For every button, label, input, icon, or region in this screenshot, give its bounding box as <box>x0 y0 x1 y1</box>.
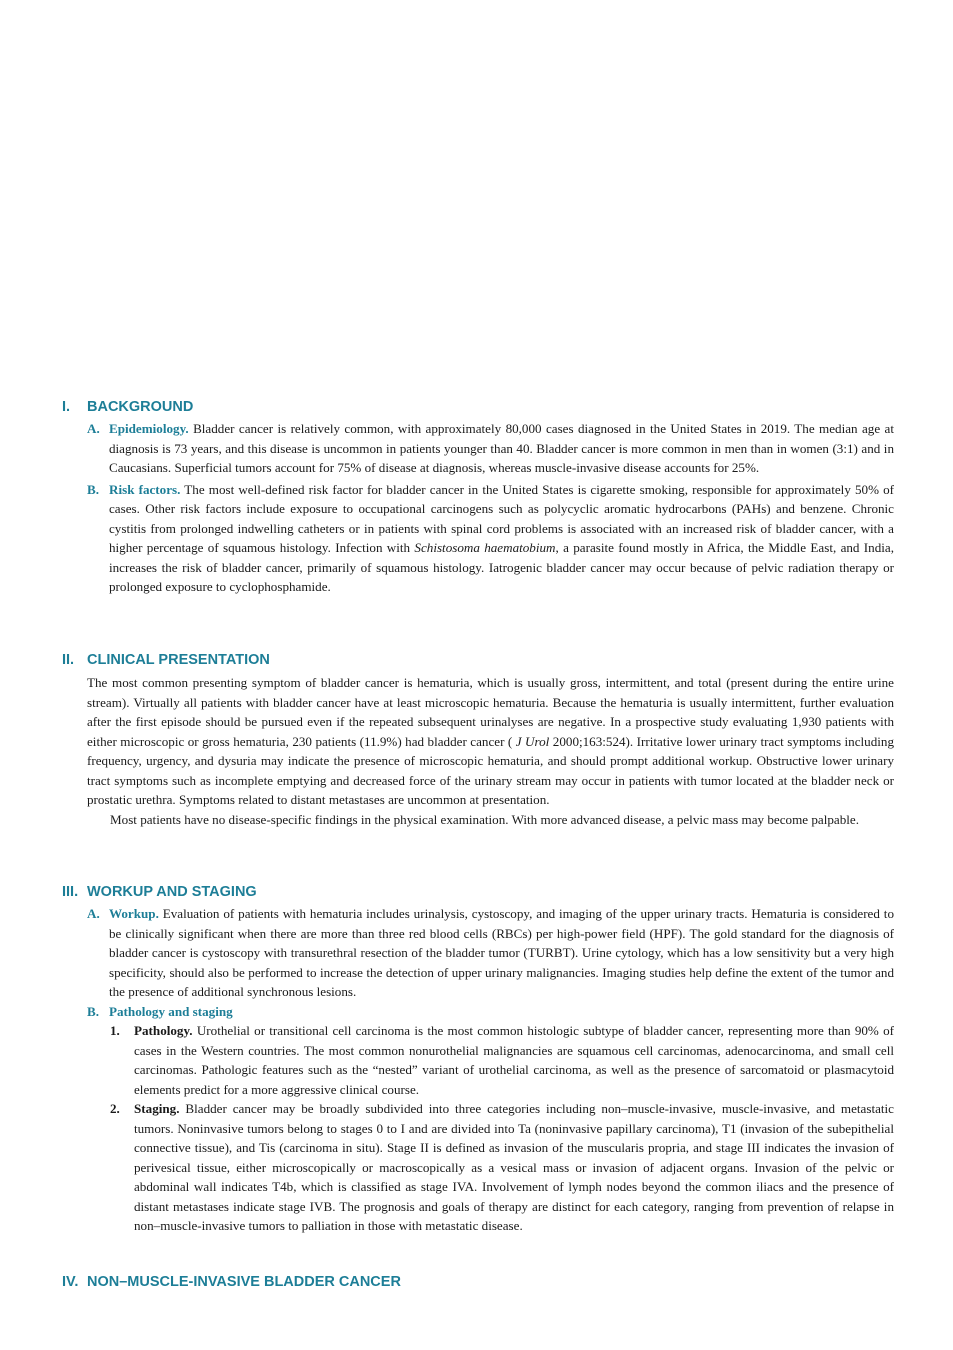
section-heading: III. WORKUP AND STAGING <box>62 882 894 902</box>
paragraph-text-cont: 2000;163:524). Irritative lower urinary … <box>87 733 894 808</box>
subitem-heading: Staging. <box>134 1101 180 1116</box>
section-nmibc: IV. NON–MUSCLE-INVASIVE BLADDER CANCER <box>62 1272 894 1292</box>
item-marker: A. <box>87 421 100 436</box>
list-item-epidemiology: A. Epidemiology. Bladder cancer is relat… <box>62 419 894 478</box>
section-heading: IV. NON–MUSCLE-INVASIVE BLADDER CANCER <box>62 1272 894 1292</box>
item-heading: Epidemiology. <box>109 421 189 436</box>
sublist-item-pathology: 1. Pathology. Urothelial or transitional… <box>62 1021 894 1099</box>
item-heading: Pathology and staging <box>109 1003 233 1019</box>
journal-citation: J Urol <box>515 733 550 749</box>
section-number: II. <box>62 652 75 668</box>
item-marker: B. <box>87 481 100 497</box>
section-number: III. <box>62 884 79 900</box>
item-marker: B. <box>87 1003 100 1019</box>
subitem-marker: 1. <box>110 1023 120 1038</box>
item-marker: A. <box>87 906 100 921</box>
paragraph: Most patients have no disease-specific f… <box>110 811 859 827</box>
item-text: The most well-defined risk factor for bl… <box>109 481 894 556</box>
subitem-heading: Pathology. <box>134 1023 193 1038</box>
subitem-marker: 2. <box>110 1101 120 1116</box>
subitem-text: Bladder cancer may be broadly subdivided… <box>134 1101 894 1233</box>
subitem-text: Urothelial or transitional cell carcinom… <box>134 1023 894 1097</box>
section-title: CLINICAL PRESENTATION <box>87 652 270 668</box>
section-heading: II. CLINICAL PRESENTATION <box>62 650 894 670</box>
section-number: I. <box>62 399 71 415</box>
item-text: Evaluation of patients with hematuria in… <box>109 906 894 999</box>
section-number: IV. <box>62 1274 79 1290</box>
paragraph-text: The most common presenting symptom of bl… <box>87 675 894 749</box>
list-item-pathology-staging: B. Pathology and staging <box>62 1002 894 1022</box>
item-heading: Workup. <box>109 906 159 921</box>
list-item-risk-factors: B. Risk factors. The most well-defined r… <box>62 480 894 597</box>
item-italic-term: Schistosoma haematobium <box>414 540 556 555</box>
section-title: WORKUP AND STAGING <box>87 884 257 900</box>
section-title: BACKGROUND <box>87 399 194 415</box>
item-text-cont: , a parasite found mostly in Africa, the… <box>109 540 894 594</box>
paragraph: The most common presenting symptom of bl… <box>62 673 894 810</box>
section-background: I. BACKGROUND A. Epidemiology. Bladder c… <box>62 397 894 597</box>
item-text: Bladder cancer is relatively common, wit… <box>109 421 894 475</box>
section-title: NON–MUSCLE-INVASIVE BLADDER CANCER <box>87 1274 401 1290</box>
list-item-workup: A. Workup. Evaluation of patients with h… <box>62 904 894 1002</box>
section-clinical-presentation: II. CLINICAL PRESENTATION The most commo… <box>62 650 894 829</box>
sublist-item-staging: 2. Staging. Bladder cancer may be broadl… <box>62 1099 894 1236</box>
section-workup-staging: III. WORKUP AND STAGING A. Workup. Evalu… <box>62 882 894 1236</box>
item-heading: Risk factors. <box>109 481 181 497</box>
section-heading: I. BACKGROUND <box>62 397 894 417</box>
